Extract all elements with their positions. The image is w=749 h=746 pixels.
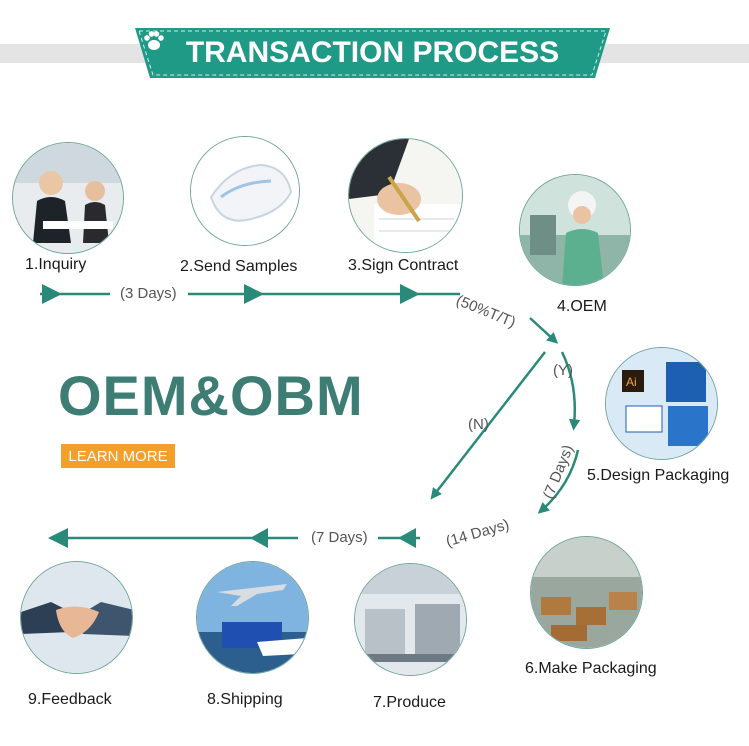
handshake-icon [21,562,132,673]
packaging-design-icon: Ai [606,348,717,459]
step-8-label: 8.Shipping [207,691,283,708]
learn-more-button[interactable]: LEARN MORE [61,444,175,468]
step-9-label: 9.Feedback [28,691,112,708]
step-2-photo [190,136,300,246]
diaper-icon [191,137,299,245]
step-6-label: 6.Make Packaging [525,660,657,677]
flow-label-7-days-bottom: (7 Days) [311,529,368,546]
step-1-label: 1.Inquiry [25,256,87,273]
flow-label-yes: (Y) [553,362,573,379]
step-9-photo [20,561,133,674]
step-1-photo [12,142,124,254]
factory-worker-icon [520,175,630,285]
paw-icon [144,31,164,50]
step-5-photo: Ai [605,347,718,460]
contract-icon [349,139,462,252]
step-7-label: 7.Produce [373,694,446,711]
production-line-icon [355,564,466,675]
title-banner: TRANSACTION PROCESS [135,28,610,78]
step-2-label: 2.Send Samples [180,258,298,275]
page-title: TRANSACTION PROCESS [185,36,560,69]
shipping-icon [197,562,308,673]
meeting-icon [13,143,123,253]
step-3-label: 3.Sign Contract [348,257,459,274]
step-3-photo [348,138,463,253]
oem-obm-title: OEM&OBM [58,364,364,427]
svg-text:Ai: Ai [626,375,637,389]
step-4-photo [519,174,631,286]
step-6-photo [530,536,643,649]
flow-label-3-days: (3 Days) [120,285,177,302]
banner-shape [135,28,610,78]
step-8-photo [196,561,309,674]
step-5-label: 5.Design Packaging [587,467,730,484]
step-7-photo [354,563,467,676]
warehouse-icon [531,537,642,648]
step-4-label: 4.OEM [557,298,607,315]
flow-label-no: (N) [468,416,489,433]
